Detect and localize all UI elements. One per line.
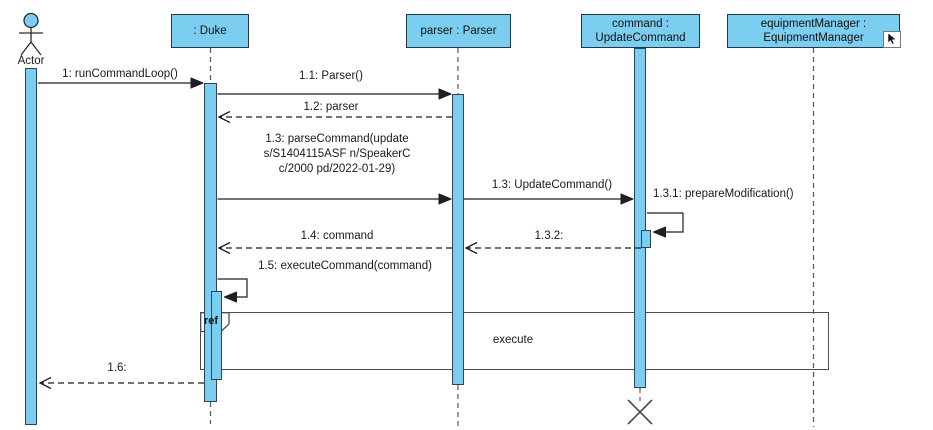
lifeline-head-equipment-manager-label-2: EquipmentManager: [763, 32, 864, 44]
message-1-1-label[interactable]: 1.1: Parser(): [299, 70, 363, 82]
lifeline-head-equipment-manager[interactable]: equipmentManager : EquipmentManager: [727, 14, 900, 48]
lifeline-head-command[interactable]: command : UpdateCommand: [581, 14, 700, 48]
message-1-3-parse-label[interactable]: 1.3: parseCommand(update s/S1404115ASF n…: [263, 133, 411, 175]
lifeline-head-command-label-1: command :: [612, 18, 669, 30]
message-1-5-label[interactable]: 1.5: executeCommand(command): [258, 260, 432, 272]
message-1-3-update-label[interactable]: 1.3: UpdateCommand(): [491, 179, 613, 191]
mouse-cursor-icon: [883, 31, 901, 48]
lifeline-head-parser[interactable]: parser : Parser: [406, 14, 511, 48]
actor-label: Actor: [17, 55, 45, 67]
ref-frame[interactable]: [200, 312, 829, 370]
command-activation-bar[interactable]: [634, 48, 646, 388]
message-1-4-label[interactable]: 1.4: command: [300, 230, 374, 242]
ref-frame-operand[interactable]: execute: [492, 334, 534, 346]
destroy-x-icon[interactable]: [627, 399, 653, 425]
lifeline-head-duke[interactable]: : Duke: [171, 14, 249, 48]
message-1-label[interactable]: 1: runCommandLoop(): [62, 68, 178, 80]
message-1-3-1-label[interactable]: 1.3.1: prepareModification(): [653, 188, 794, 200]
actor-figure[interactable]: [19, 12, 43, 56]
actor-activation-bar[interactable]: [25, 68, 37, 425]
lifeline-head-command-label-2: UpdateCommand: [595, 32, 686, 44]
message-1-3-2-label[interactable]: 1.3.2:: [534, 230, 564, 242]
ref-frame-keyword: ref: [204, 315, 219, 327]
message-1-2-label[interactable]: 1.2: parser: [303, 101, 359, 113]
message-1-3-1-self-loop[interactable]: [647, 212, 684, 232]
lifeline-head-parser-label: parser : Parser: [420, 25, 497, 37]
lifeline-head-equipment-manager-label-1: equipmentManager :: [760, 18, 867, 30]
message-1-6-label[interactable]: 1.6:: [107, 362, 127, 374]
command-nested-activation-bar[interactable]: [641, 230, 651, 248]
duke-nested-activation-bar[interactable]: [211, 291, 222, 380]
parser-activation-bar[interactable]: [452, 94, 464, 385]
lifeline-head-duke-label: : Duke: [193, 25, 227, 37]
